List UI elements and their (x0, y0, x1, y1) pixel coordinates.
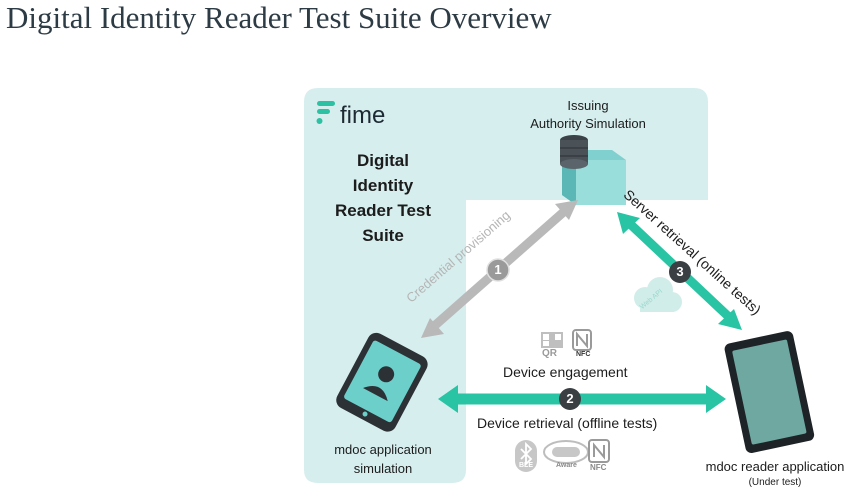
wifi-aware-label: Aware (556, 462, 577, 469)
reader-line2: (Under test) (748, 477, 802, 488)
fime-logo-text: fime (340, 102, 386, 129)
holder-line1: mdoc application (334, 442, 432, 457)
holder-phone-icon (336, 332, 428, 432)
wifi-aware-icon (543, 440, 589, 464)
issuing-line2: Authority Simulation (530, 116, 646, 131)
reader-label: mdoc reader application (Under test) (690, 458, 860, 490)
qr-icon (541, 332, 563, 348)
reader-line1: mdoc reader application (705, 459, 845, 474)
badge-2 (559, 388, 581, 410)
nfc-label-top: NFC (576, 351, 591, 358)
nfc-icon-top (572, 329, 592, 351)
suite-title-line1: Digital (357, 151, 409, 170)
suite-title: Digital Identity Reader Test Suite (318, 148, 448, 248)
page-title: Digital Identity Reader Test Suite Overv… (6, 0, 552, 35)
reader-tablet-icon (724, 331, 815, 454)
issuing-line1: Issuing (567, 98, 609, 113)
server-icon (560, 135, 626, 205)
nfc-label-bottom: NFC (590, 463, 607, 472)
holder-line2: simulation (353, 461, 413, 476)
suite-title-line4: Suite (362, 226, 404, 245)
device-retrieval-label: Device retrieval (offline tests) (477, 415, 658, 431)
fime-logo-icon (316, 101, 335, 124)
nfc-icon-bottom (588, 439, 610, 463)
badge-3-label: 3 (676, 264, 684, 279)
device-retrieval-arrow (438, 385, 726, 413)
badge-1 (486, 258, 510, 282)
badge-1-label: 1 (494, 262, 502, 277)
suite-title-line2: Identity (352, 176, 414, 195)
qr-label: QR (542, 348, 557, 359)
badge-3 (669, 261, 691, 283)
holder-label: mdoc application simulation (318, 440, 448, 478)
badge-2-label: 2 (566, 391, 574, 406)
issuing-authority-label: Issuing Authority Simulation (508, 97, 668, 133)
suite-title-line3: Reader Test (334, 201, 432, 220)
web-api-cloud-icon (634, 277, 682, 312)
device-engagement-label: Device engagement (503, 364, 628, 380)
ble-label: BLE (519, 462, 533, 469)
bluetooth-icon (515, 440, 537, 472)
